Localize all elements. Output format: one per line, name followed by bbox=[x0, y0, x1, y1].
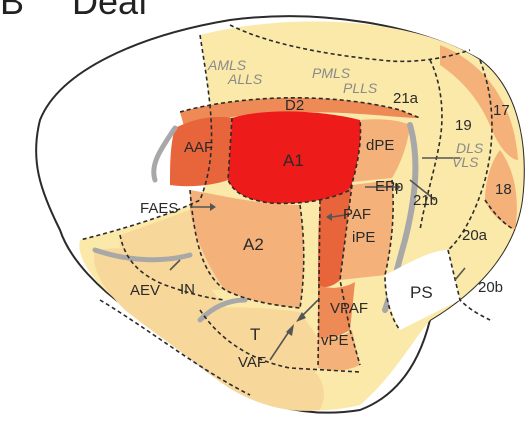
label-18: 18 bbox=[495, 181, 512, 198]
label-pmls: PMLS bbox=[312, 65, 351, 81]
label-a2: A2 bbox=[243, 235, 264, 254]
label-faes: FAES bbox=[140, 200, 178, 217]
label-vaf: VAF bbox=[238, 354, 266, 371]
label-d2: D2 bbox=[285, 97, 304, 114]
label-21a: 21a bbox=[393, 90, 419, 107]
label-21b: 21b bbox=[413, 192, 438, 209]
label-20a: 20a bbox=[462, 227, 488, 244]
label-ipe: iPE bbox=[352, 229, 375, 246]
label-aaf: AAF bbox=[184, 139, 213, 156]
label-dpe: dPE bbox=[366, 137, 394, 154]
label-vls: VLS bbox=[452, 154, 479, 170]
label-vpaf: VPAF bbox=[330, 300, 368, 317]
label-ps: PS bbox=[410, 283, 433, 302]
label-plls: PLLS bbox=[343, 80, 378, 96]
label-vpe: vPE bbox=[321, 332, 349, 349]
label-in: IN bbox=[180, 281, 195, 298]
label-paf: PAF bbox=[343, 206, 371, 223]
label-aev: AEV bbox=[130, 282, 160, 299]
label-epp: EPp bbox=[375, 178, 403, 195]
panel-title: Deaf bbox=[72, 0, 149, 22]
panel-letter: B bbox=[0, 0, 24, 22]
label-a1: A1 bbox=[283, 151, 304, 170]
label-t: T bbox=[250, 325, 260, 344]
label-19: 19 bbox=[455, 117, 472, 134]
label-17: 17 bbox=[493, 102, 510, 119]
label-alls: ALLS bbox=[227, 71, 263, 87]
label-20b: 20b bbox=[478, 279, 503, 296]
